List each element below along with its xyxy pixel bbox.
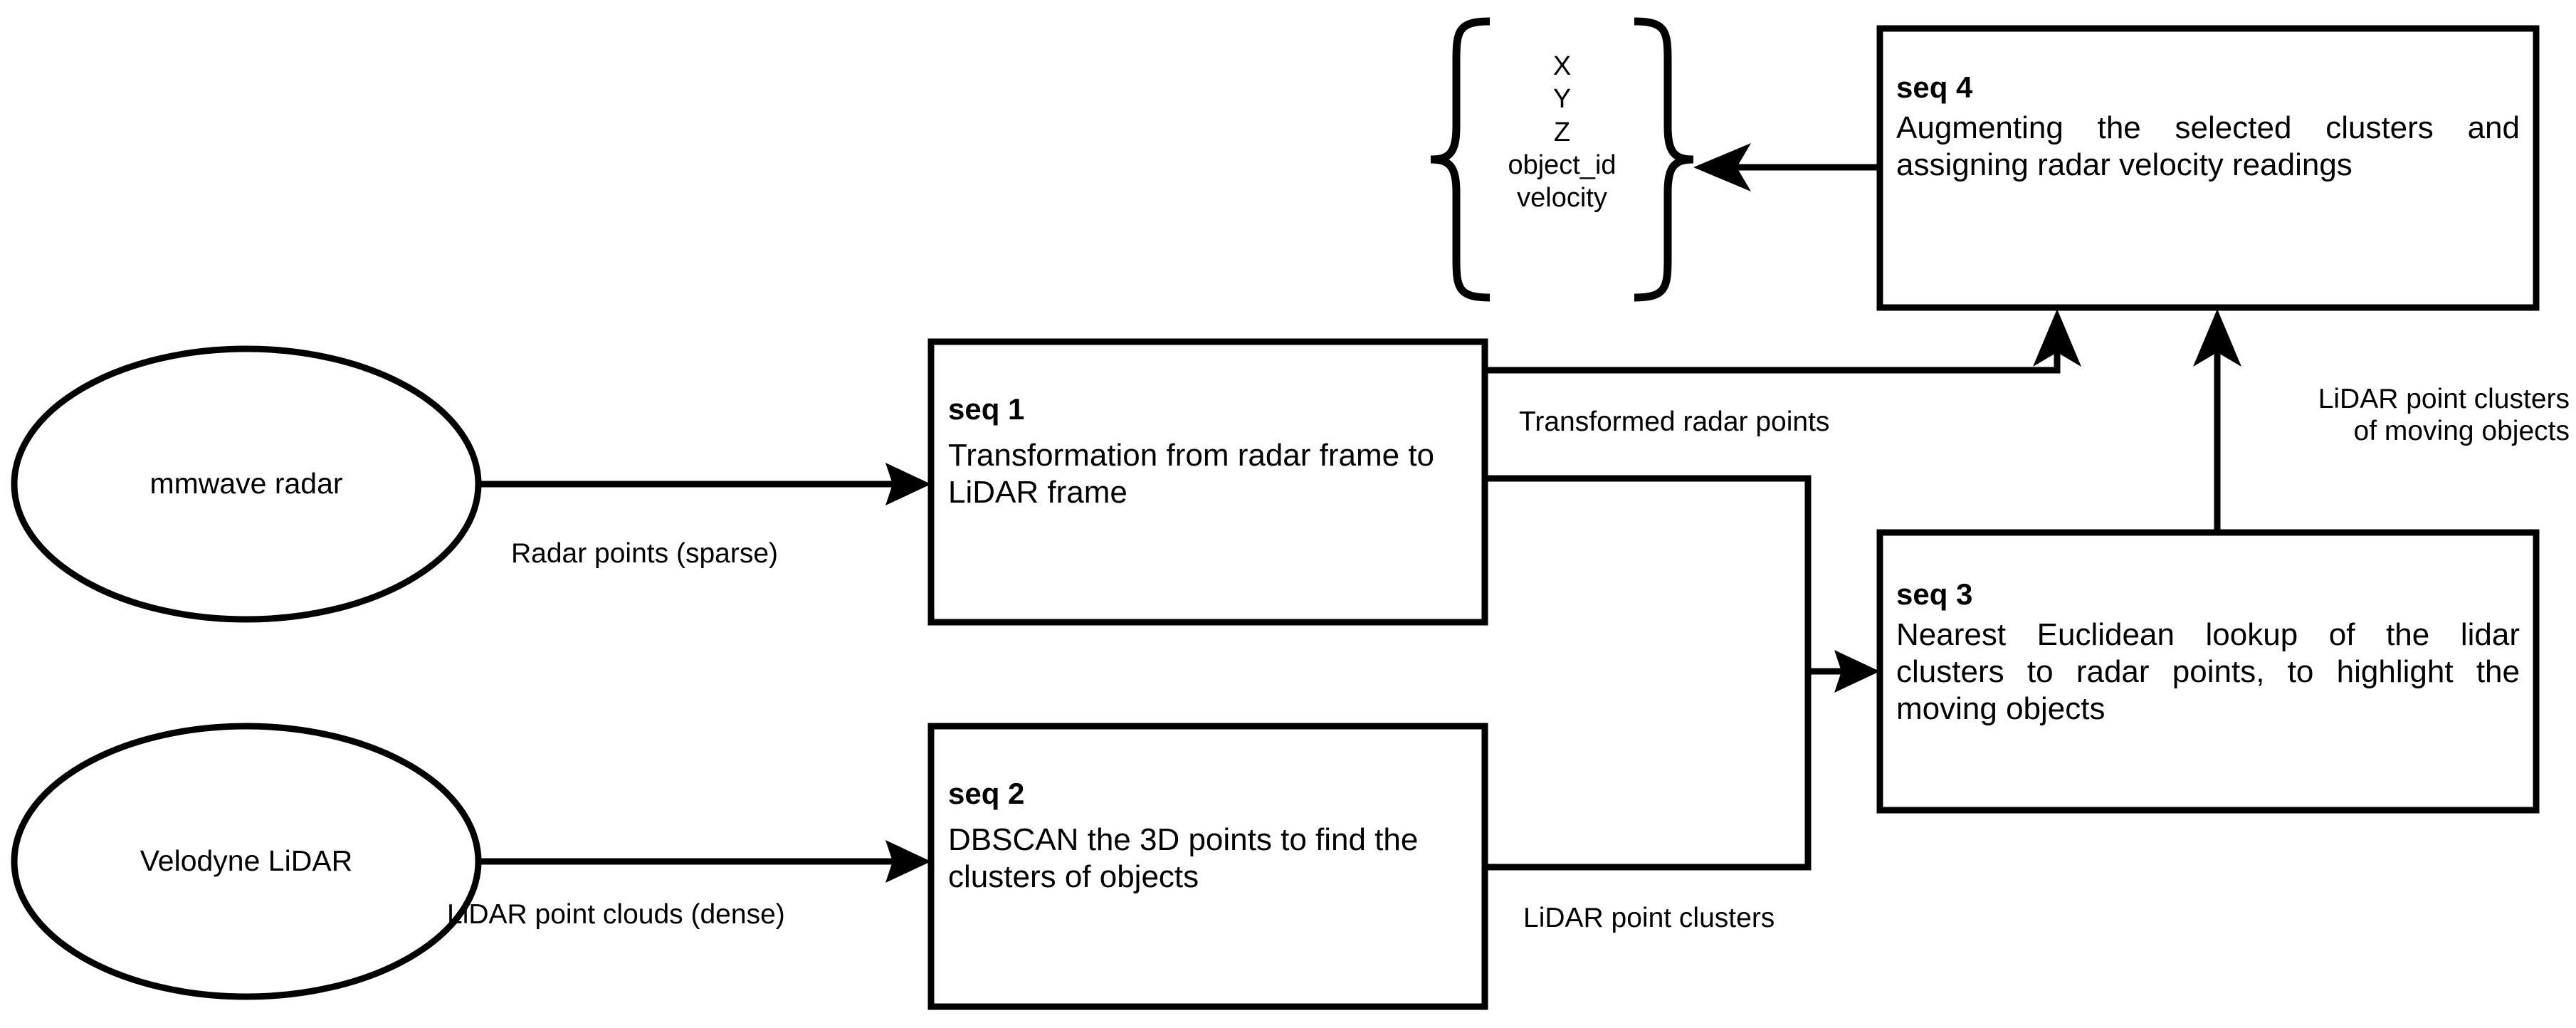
output-field-y: Y xyxy=(1552,84,1572,115)
edge-seq1-to-seq4-arrowhead-icon xyxy=(2033,309,2081,367)
node-seq3-body: Nearest Euclidean lookup of the lidar cl… xyxy=(1896,617,2520,726)
output-field-velocity: velocity xyxy=(1517,183,1607,214)
edge-lidar-to-seq2-arrowhead-icon xyxy=(885,840,931,883)
edge-seq1-to-seq3-line xyxy=(1485,475,1851,675)
output-brace-left-icon xyxy=(1430,17,1491,302)
edge-seq1-to-seq4-line xyxy=(1485,340,2061,374)
edge-label-lidar-clusters-moving-objects: LiDAR point clusters of moving objects xyxy=(2318,384,2570,447)
edge-label-transformed-radar-points: Transformed radar points xyxy=(1519,407,1830,437)
edge-label-lidar-point-clouds-dense: LiDAR point clouds (dense) xyxy=(447,899,785,930)
node-seq1-rect[interactable] xyxy=(927,338,1488,626)
output-field-object-id: object_id xyxy=(1508,150,1616,181)
output-field-x: X xyxy=(1552,51,1572,81)
output-schema-field-list: X Y Z object_id velocity xyxy=(1456,50,1668,215)
output-brace-right-icon xyxy=(1634,17,1694,302)
node-seq3-text-block: seq 3 Nearest Euclidean lookup of the li… xyxy=(1896,577,2520,728)
node-mmwave-radar-label: mmwave radar xyxy=(149,467,343,500)
edge-seq3-to-seq4-arrowhead-icon xyxy=(2193,309,2241,367)
node-seq4-title: seq 4 xyxy=(1896,70,1973,104)
edge-radar-to-seq1-arrowhead-icon xyxy=(885,463,931,505)
output-field-z: Z xyxy=(1553,117,1571,147)
edge-seq1-to-seq3-arrowhead-icon xyxy=(1834,650,1880,693)
edge-label-radar-points-sparse: Radar points (sparse) xyxy=(511,538,778,569)
node-seq1-body: Transformation from radar frame to LiDAR… xyxy=(948,438,1435,510)
node-seq4-text-block: seq 4 Augmenting the selected clusters a… xyxy=(1896,70,2520,184)
edge-seq4-to-output-arrowhead-icon xyxy=(1693,143,1751,192)
node-seq2-body: DBSCAN the 3D points to find the cluster… xyxy=(948,822,1419,895)
node-seq4-rect[interactable] xyxy=(1876,25,2540,311)
node-seq3-rect[interactable] xyxy=(1876,529,2540,814)
node-velodyne-lidar-label: Velodyne LiDAR xyxy=(140,844,353,877)
node-seq4-body: Augmenting the selected clusters and ass… xyxy=(1896,110,2520,183)
node-seq1-text-block: seq 1 Transformation from radar frame to… xyxy=(948,392,1465,511)
node-seq3-title: seq 3 xyxy=(1896,577,1973,611)
edge-seq2-to-seq3-line xyxy=(1485,671,1812,871)
edge-label-lidar-point-clusters: LiDAR point clusters xyxy=(1523,903,1775,933)
node-seq2-text-block: seq 2 DBSCAN the 3D points to find the c… xyxy=(948,777,1465,896)
node-seq2-title: seq 2 xyxy=(948,777,1025,810)
node-seq1-title: seq 1 xyxy=(948,392,1025,426)
